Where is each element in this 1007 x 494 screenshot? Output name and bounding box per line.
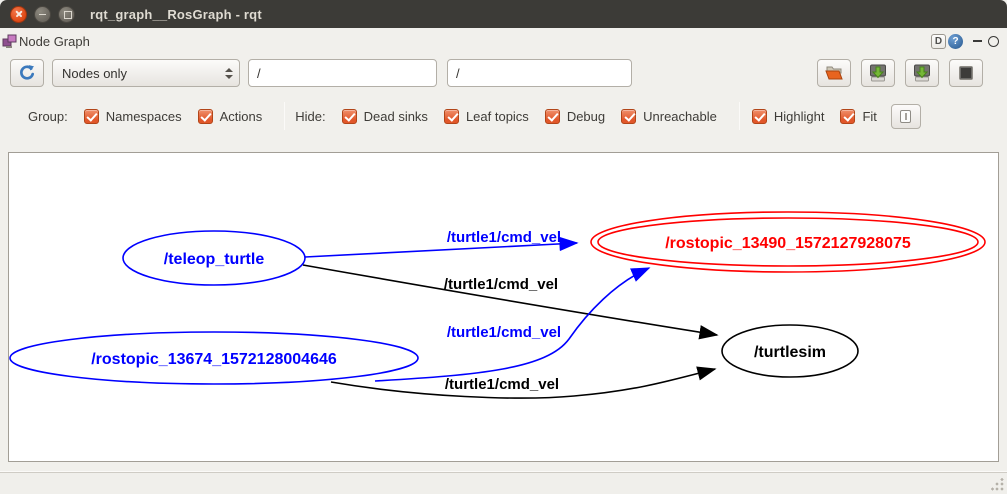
- unreachable-label: Unreachable: [643, 108, 717, 124]
- leaf-topics-label: Leaf topics: [465, 108, 529, 124]
- hide-label: Hide:: [295, 108, 326, 124]
- node-label: /turtlesim: [754, 344, 826, 361]
- open-dot-button[interactable]: [817, 59, 851, 87]
- snapshot-icon: [959, 66, 973, 80]
- topic-filter-input[interactable]: [447, 59, 632, 87]
- checkbox-item-debug[interactable]: Debug: [544, 108, 606, 124]
- node-graph-icon: [2, 34, 17, 49]
- checkbox-item-highlight[interactable]: Highlight: [751, 108, 825, 124]
- graph-type-value: Nodes only: [62, 65, 128, 81]
- plugin-header: Node Graph D ?: [0, 28, 1007, 54]
- window-minimize-icon[interactable]: [34, 5, 51, 23]
- filter-toolbar: Group: Namespaces Actions Hide: Dead sin…: [0, 92, 1007, 146]
- edge-label: /turtle1/cmd_vel: [445, 376, 559, 393]
- dead-sinks-label: Dead sinks: [363, 108, 428, 124]
- node-filter-input[interactable]: [248, 59, 437, 87]
- save-image-icon: [912, 64, 932, 82]
- edge-rostopic13674-to-turtlesim: /turtle1/cmd_vel: [330, 366, 717, 399]
- snapshot-button[interactable]: [949, 59, 983, 87]
- edge-label: /turtle1/cmd_vel: [447, 229, 561, 246]
- checkbox-item-leaf-topics[interactable]: Leaf topics: [443, 108, 529, 124]
- namespaces-checkbox[interactable]: [83, 108, 99, 124]
- group-label: Group:: [28, 108, 68, 124]
- refresh-button[interactable]: [10, 59, 44, 87]
- unreachable-checkbox[interactable]: [621, 108, 637, 124]
- checkbox-item-namespaces[interactable]: Namespaces: [83, 108, 182, 124]
- graph-canvas[interactable]: /turtle1/cmd_vel /turtle1/cmd_vel /turtl…: [8, 152, 999, 462]
- node-turtlesim[interactable]: /turtlesim: [721, 324, 859, 378]
- actions-label: Actions: [219, 108, 263, 124]
- help-icon[interactable]: ?: [948, 33, 963, 49]
- debug-label: Debug: [566, 108, 606, 124]
- highlight-label: Highlight: [773, 108, 825, 124]
- combo-spinner-icon: [219, 67, 233, 79]
- node-teleop-turtle[interactable]: /teleop_turtle: [122, 230, 306, 286]
- checkbox-item-dead-sinks[interactable]: Dead sinks: [341, 108, 428, 124]
- node-rostopic-13674[interactable]: /rostopic_13674_1572128004646: [9, 331, 419, 385]
- node-label: /rostopic_13490_1572127928075: [665, 235, 911, 252]
- fit-checkbox[interactable]: [840, 108, 856, 124]
- refresh-icon: [18, 64, 36, 82]
- panel-minimize-icon[interactable]: [973, 40, 982, 42]
- leaf-topics-checkbox[interactable]: [443, 108, 459, 124]
- node-label: /teleop_turtle: [164, 251, 265, 268]
- main-toolbar: Nodes only: [0, 54, 1007, 92]
- save-image-button[interactable]: [905, 59, 939, 87]
- window-maximize-icon[interactable]: [58, 5, 75, 23]
- window-close-icon[interactable]: [10, 5, 27, 23]
- ros-graph-svg: /turtle1/cmd_vel /turtle1/cmd_vel /turtl…: [9, 211, 986, 399]
- fit-in-view-button[interactable]: [890, 103, 921, 129]
- save-dot-icon: [868, 64, 888, 82]
- checkbox-item-unreachable[interactable]: Unreachable: [621, 108, 717, 124]
- window-titlebar[interactable]: rqt_graph__RosGraph - rqt: [0, 0, 1007, 28]
- status-bar: [0, 472, 1007, 494]
- toolbar-separator: [284, 102, 286, 130]
- namespaces-label: Namespaces: [105, 108, 182, 124]
- save-dot-button[interactable]: [861, 59, 895, 87]
- node-rostopic-13490[interactable]: /rostopic_13490_1572127928075: [590, 211, 986, 273]
- dock-icon[interactable]: D: [931, 33, 946, 49]
- window-title: rqt_graph__RosGraph - rqt: [90, 6, 262, 22]
- edge-rostopic13674-to-rostopic13490: /turtle1/cmd_vel: [374, 267, 651, 382]
- edge-teleop-to-rostopic13490: /turtle1/cmd_vel: [304, 229, 579, 258]
- fit-in-view-icon: [900, 109, 912, 123]
- actions-checkbox[interactable]: [197, 108, 213, 124]
- fit-label: Fit: [862, 108, 877, 124]
- panel-float-icon[interactable]: [988, 35, 999, 47]
- node-label: /rostopic_13674_1572128004646: [91, 351, 337, 368]
- resize-grip-icon[interactable]: [991, 478, 1004, 491]
- graph-type-select[interactable]: Nodes only: [52, 59, 240, 87]
- checkbox-item-actions[interactable]: Actions: [197, 108, 263, 124]
- edge-teleop-to-turtlesim: /turtle1/cmd_vel: [302, 264, 719, 340]
- open-folder-icon: [824, 65, 844, 81]
- edge-label: /turtle1/cmd_vel: [444, 276, 558, 293]
- toolbar-separator: [738, 102, 740, 130]
- debug-checkbox[interactable]: [544, 108, 560, 124]
- edge-label: /turtle1/cmd_vel: [447, 324, 561, 341]
- highlight-checkbox[interactable]: [751, 108, 767, 124]
- checkbox-item-fit[interactable]: Fit: [840, 108, 877, 124]
- dead-sinks-checkbox[interactable]: [341, 108, 357, 124]
- panel-title: Node Graph: [19, 33, 90, 49]
